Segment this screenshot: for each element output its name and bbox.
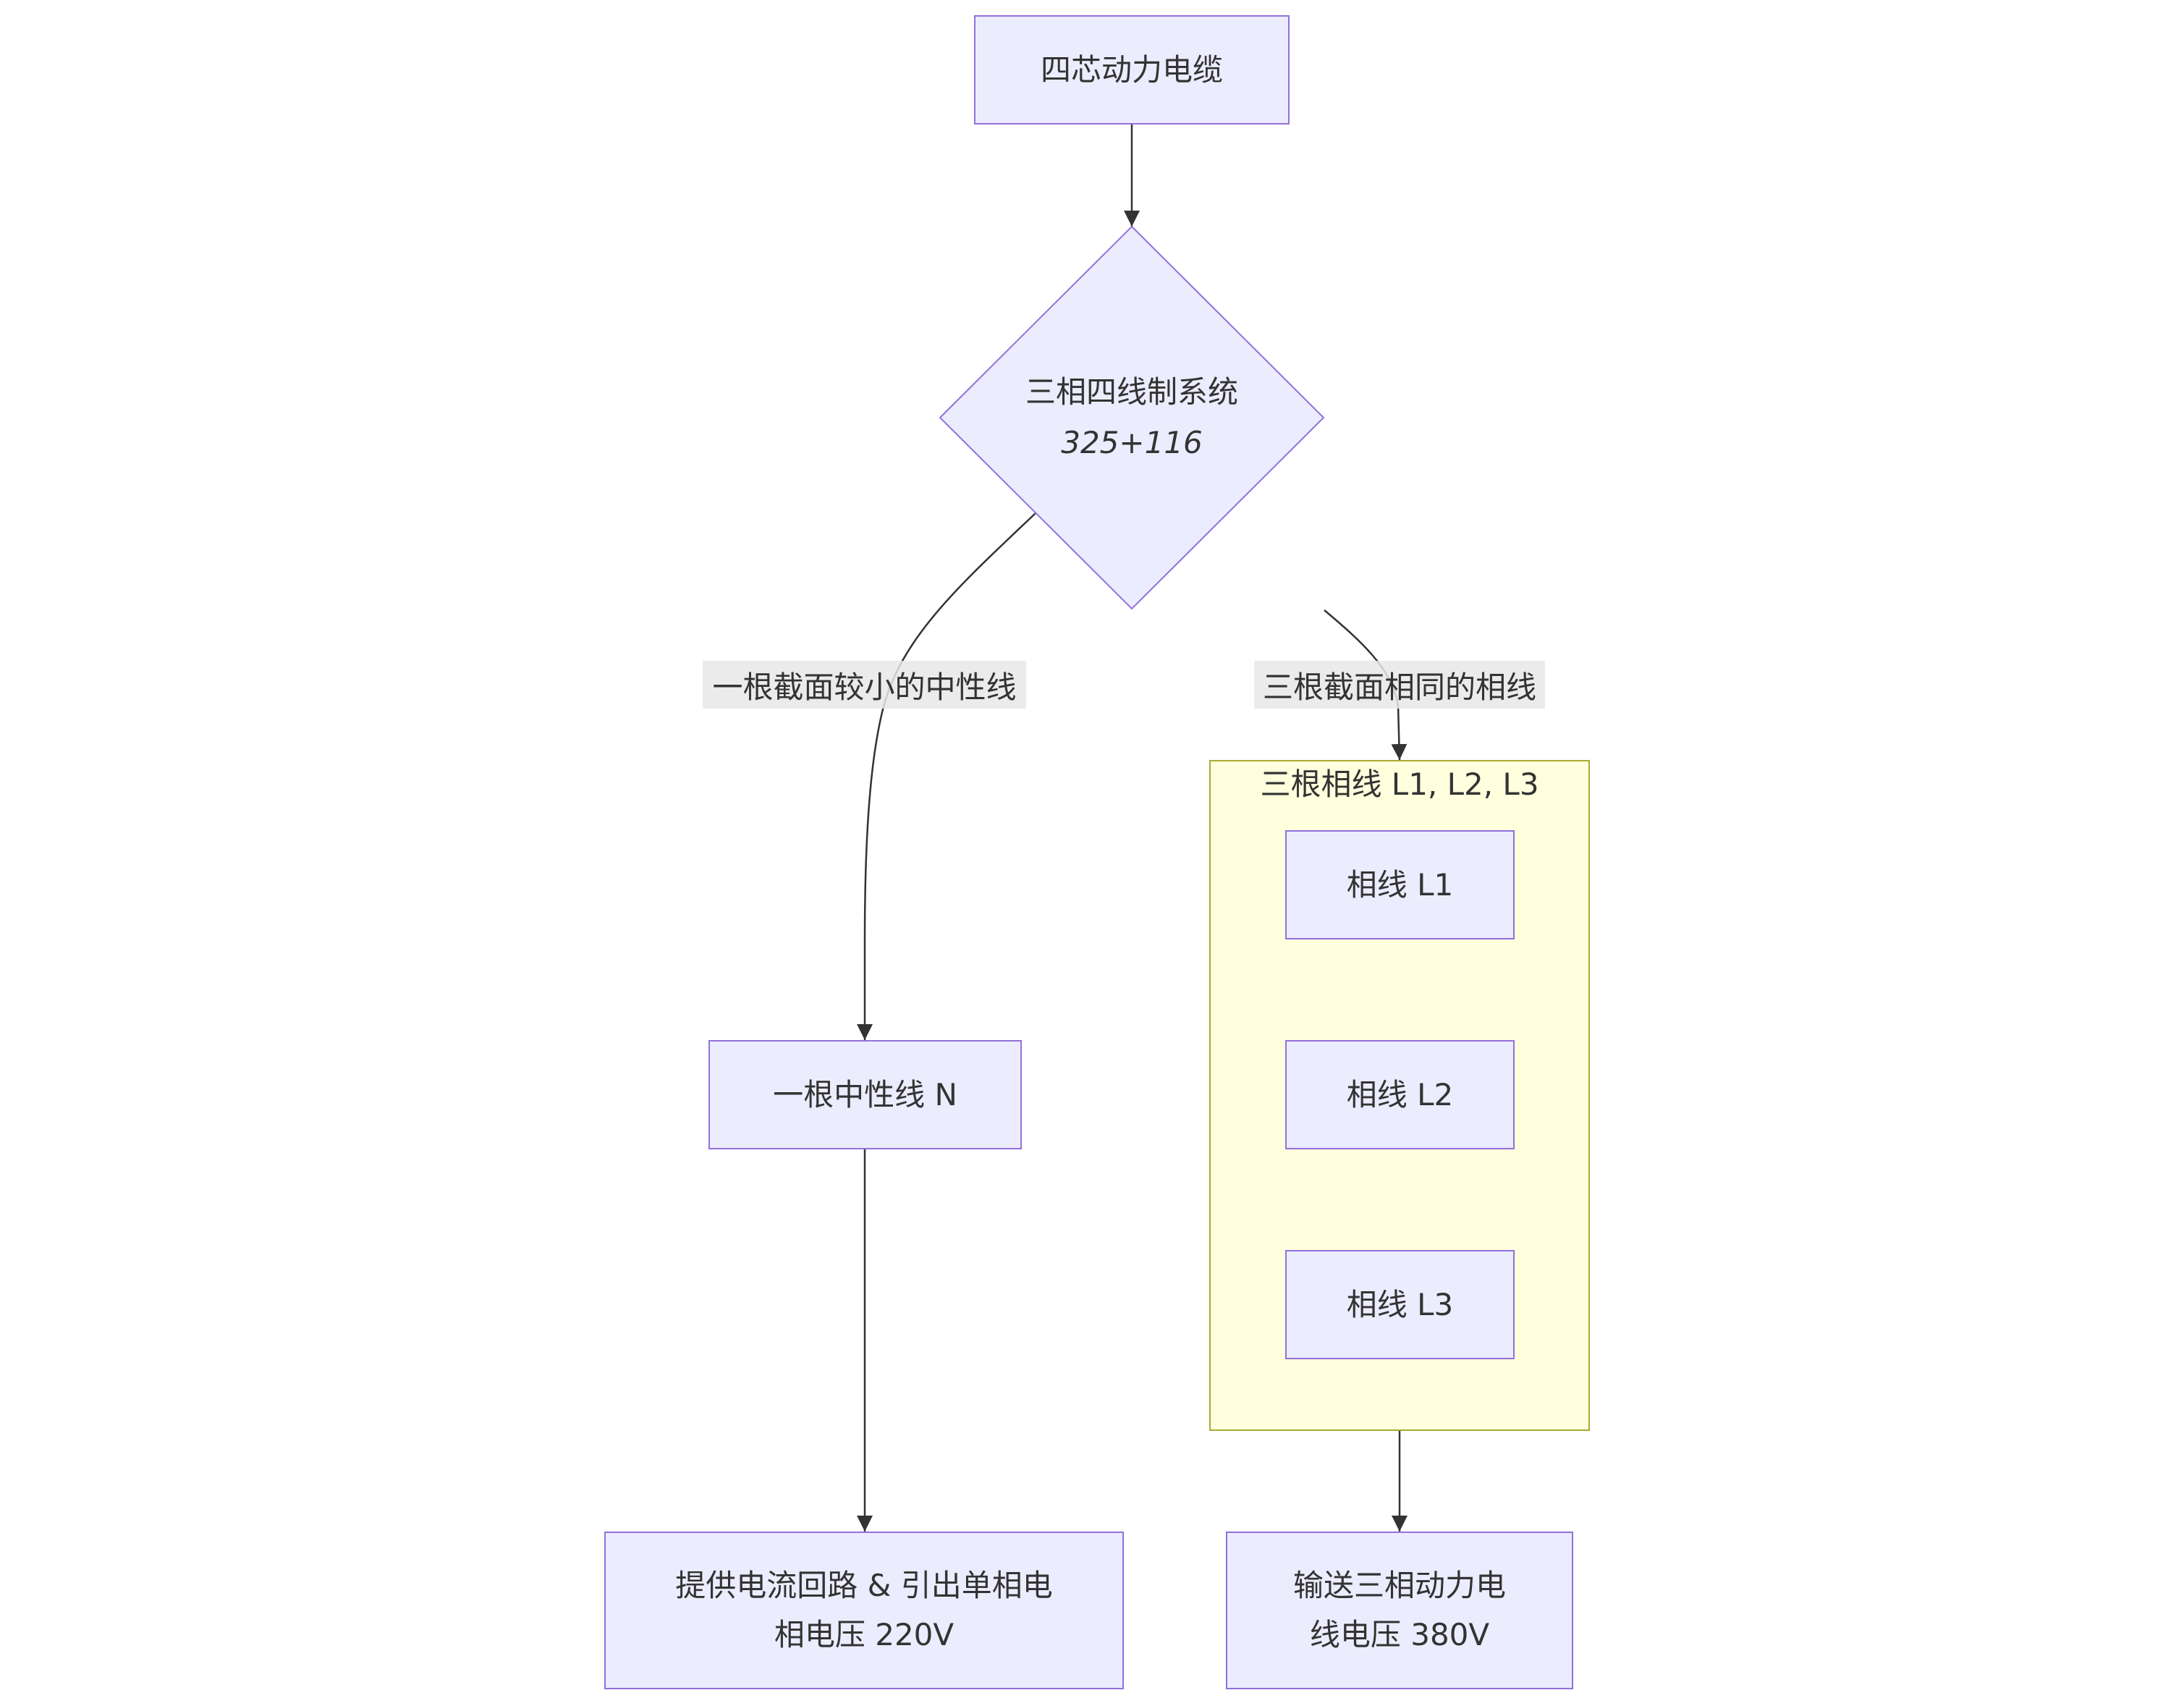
phase-result-line-1: 输送三相动力电 (1292, 1568, 1506, 1603)
system-diamond-label: 三相四线制系统 325+116 (940, 227, 1324, 609)
edge-label-neutral: 一根截面较小的中性线 (703, 661, 1026, 709)
neutral-result-line-2: 相电压 220V (774, 1617, 955, 1652)
phase-l1-node: 相线 L1 (1285, 830, 1515, 939)
phase-l1-label: 相线 L1 (1346, 866, 1454, 903)
neutral-result-node: 提供电流回路 & 引出单相电 相电压 220V (604, 1532, 1124, 1689)
phase-result-line-2: 线电压 380V (1309, 1617, 1490, 1652)
phase-l2-node: 相线 L2 (1285, 1040, 1515, 1149)
edge-label-neutral-text: 一根截面较小的中性线 (712, 669, 1017, 705)
edge-system-to-neutral (857, 512, 1036, 1040)
phase-result-node: 输送三相动力电 线电压 380V (1226, 1532, 1573, 1689)
neutral-line-label: 一根中性线 N (773, 1076, 957, 1112)
phase-l2-label: 相线 L2 (1346, 1076, 1454, 1112)
phase-l3-label: 相线 L3 (1346, 1286, 1454, 1322)
cable-node-label: 四芯动力电缆 (1040, 51, 1223, 88)
cable-node: 四芯动力电缆 (974, 15, 1290, 124)
edge-label-phases-text: 三根截面相同的相线 (1262, 669, 1536, 705)
neutral-result-line-1: 提供电流回路 & 引出单相电 (675, 1568, 1053, 1603)
cluster-title: 三根相线 L1, L2, L3 (1260, 766, 1539, 802)
system-spec: 325+116 (1061, 425, 1203, 460)
system-decision-diamond (939, 225, 1325, 610)
system-title: 三相四线制系统 (1025, 374, 1238, 410)
phase-l3-node: 相线 L3 (1285, 1250, 1515, 1359)
edge-label-phases: 三根截面相同的相线 (1254, 661, 1545, 709)
neutral-line-node: 一根中性线 N (708, 1040, 1022, 1149)
